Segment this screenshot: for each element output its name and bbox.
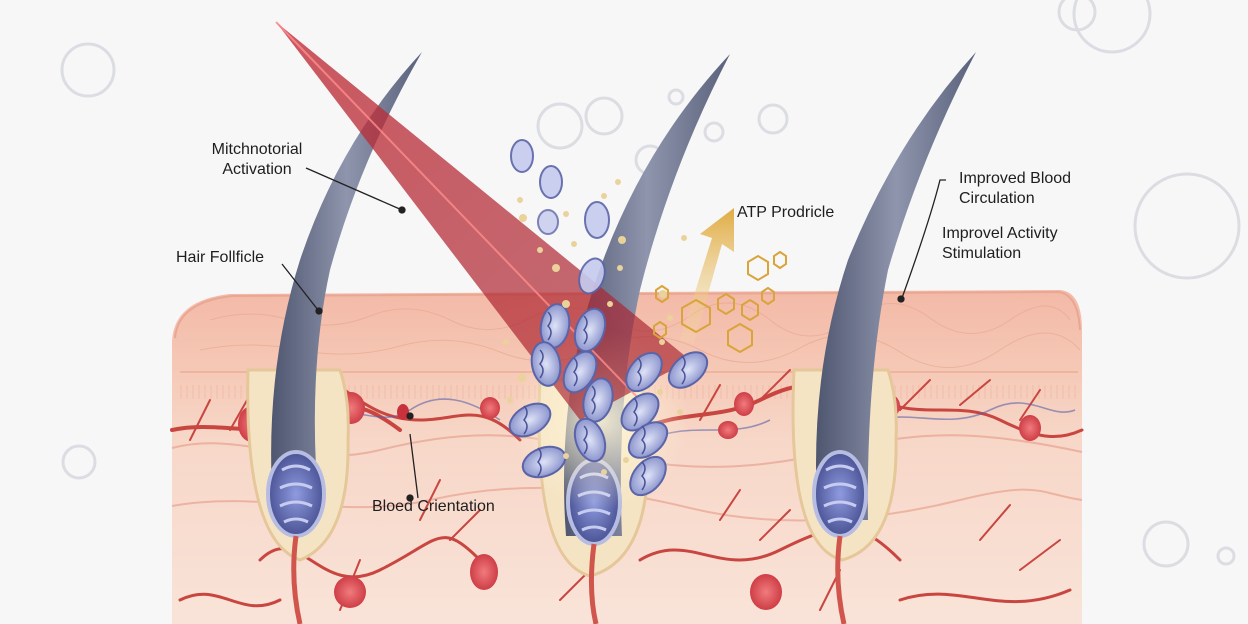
label-blood-orientation: Bloed Crientation (372, 498, 495, 515)
mitochondrion-icon (620, 392, 660, 432)
mitochondrion-icon (530, 341, 562, 387)
mitochondrion-icon (582, 377, 614, 423)
mitochondrion-icon (539, 303, 571, 349)
atp-hexagon-icon (717, 292, 735, 316)
red-blood-cell-icon (750, 574, 782, 610)
atp-arrow-icon (680, 208, 734, 344)
atp-hexagon-icon (761, 286, 775, 306)
red-blood-cell-icon (1019, 415, 1041, 441)
red-blood-cell-icon (718, 421, 738, 439)
red-blood-cell-icon (734, 392, 754, 416)
atp-hexagon-icon (681, 298, 711, 334)
atp-particles (503, 179, 687, 475)
label-hair-follicle: Hair Follficle (176, 249, 265, 266)
label-activity-stimulation: Improvel Activity Stimulation (942, 225, 1058, 262)
mitochondrion-icon (625, 351, 663, 393)
mitochondrion-icon (539, 165, 563, 199)
red-blood-cell-icon (480, 397, 500, 419)
mitochondrion-icon (508, 402, 552, 438)
label-improved-blood-circulation: Improved Blood Circulation (959, 170, 1072, 207)
mitochondrion-icon (562, 350, 598, 394)
atp-hexagon-icon (727, 322, 753, 354)
atp-hexagons (653, 250, 787, 354)
atp-hexagon-icon (747, 254, 769, 282)
atp-hexagon-icon (773, 250, 787, 270)
red-blood-cell-icon (334, 576, 366, 608)
mitochondrion-icon (578, 257, 606, 295)
mitochondrion-icon (573, 417, 607, 463)
mitochondrion-icon (573, 307, 607, 353)
mitochondrion-icon (584, 201, 610, 239)
mitochondrion-icon (537, 209, 559, 235)
red-blood-cell-icon (397, 404, 409, 420)
mitochondrion-icon (510, 139, 534, 173)
mitochondrion-icon (629, 455, 667, 497)
red-blood-cell-icon (470, 554, 498, 590)
mitochondria (508, 139, 709, 497)
hair-shaft-icon (271, 52, 422, 520)
mitochondrion-icon (627, 421, 669, 459)
atp-hexagon-icon (655, 284, 669, 304)
atp-hexagon-icon (741, 298, 759, 322)
mitochondrion-icon (667, 351, 709, 389)
atp-hexagon-icon (653, 320, 667, 340)
label-atp-production: ATP Prodricle (737, 204, 835, 221)
label-mitochondrial-activation: Mitchnotorial Activation (211, 141, 303, 178)
hair-shaft-icon (816, 52, 976, 520)
leader-lines (281, 167, 946, 502)
